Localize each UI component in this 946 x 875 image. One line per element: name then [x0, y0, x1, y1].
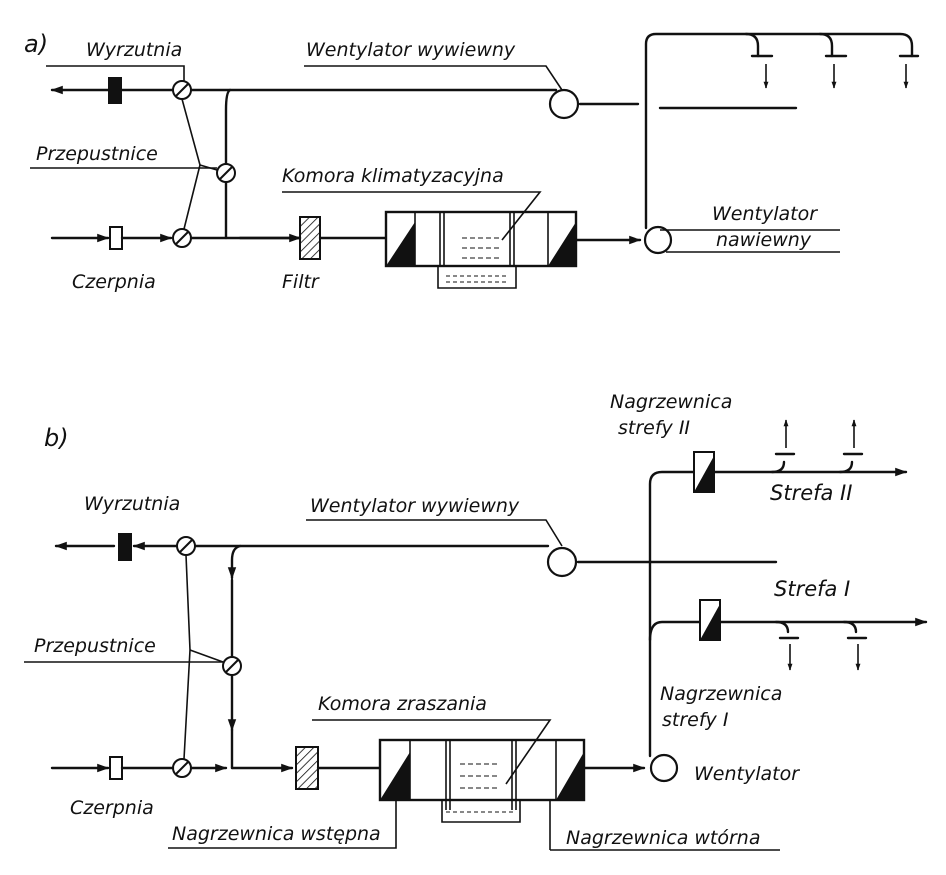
- przepustnica-a-2: [216, 163, 236, 183]
- label-wentylator-b: Wentylator: [694, 763, 800, 785]
- label-czerpnia-b: Czerpnia: [70, 797, 154, 819]
- label-czerpnia-a: Czerpnia: [72, 271, 156, 293]
- label-nagrzewnica-strefy-i-2: strefy I: [662, 709, 729, 731]
- exhaust-fan-a-icon: [548, 88, 580, 120]
- przepustnica-b-2: [222, 656, 242, 676]
- panel-b: b): [24, 391, 928, 851]
- filtr-b-symbol: [295, 746, 319, 790]
- exhaust-fan-b-icon: [546, 546, 578, 578]
- label-wentylator-wywiewny-a: Wentylator wywiewny: [306, 39, 516, 61]
- wyrzutnia-b-symbol: [118, 533, 132, 561]
- label-przepustnice-a: Przepustnice: [36, 143, 158, 165]
- nagrzewnica-strefy-ii: [693, 451, 715, 493]
- label-wentylator-nawiewny-a-1: Wentylator: [712, 203, 818, 225]
- label-wyrzutnia-b: Wyrzutnia: [84, 493, 180, 515]
- supply-fan-a-icon: [643, 225, 673, 255]
- label-nagrzewnica-strefy-i-1: Nagrzewnica: [660, 683, 782, 705]
- filtr-symbol: [299, 216, 321, 260]
- panel-b-marker: b): [44, 424, 69, 452]
- label-komora-a: Komora klimatyzacyjna: [282, 165, 504, 187]
- label-nagrzewnica-wtorna: Nagrzewnica wtórna: [566, 827, 761, 849]
- nagrzewnica-strefy-i: [699, 599, 721, 641]
- przepustnica-a-1: [172, 80, 192, 100]
- przepustnica-a-3: [172, 228, 192, 248]
- supply-fan-b-icon: [649, 753, 679, 783]
- czerpnia-symbol: [109, 226, 123, 250]
- label-wentylator-wywiewny-b: Wentylator wywiewny: [310, 495, 520, 517]
- label-strefa-i: Strefa I: [774, 577, 850, 601]
- label-wyrzutnia-a: Wyrzutnia: [86, 39, 182, 61]
- komora-klimatyzacyjna: [384, 210, 578, 289]
- komora-zraszania: [378, 738, 586, 823]
- label-filtr-a: Filtr: [282, 271, 320, 293]
- label-wentylator-nawiewny-a-2: nawiewny: [716, 229, 812, 251]
- wyrzutnia-symbol: [108, 77, 122, 104]
- label-nagrzewnica-strefy-ii-1: Nagrzewnica: [610, 391, 732, 413]
- label-nagrzewnica-wstepna: Nagrzewnica wstępna: [172, 823, 381, 845]
- label-nagrzewnica-strefy-ii-2: strefy II: [618, 417, 690, 439]
- czerpnia-b-symbol: [109, 756, 123, 780]
- label-komora-zraszania: Komora zraszania: [318, 693, 487, 715]
- przepustnica-b-1: [176, 536, 196, 556]
- panel-a: a): [24, 30, 920, 293]
- label-przepustnice-b: Przepustnice: [34, 635, 156, 657]
- panel-a-marker: a): [24, 30, 48, 58]
- label-strefa-ii: Strefa II: [770, 481, 852, 505]
- przepustnica-b-3: [172, 758, 192, 778]
